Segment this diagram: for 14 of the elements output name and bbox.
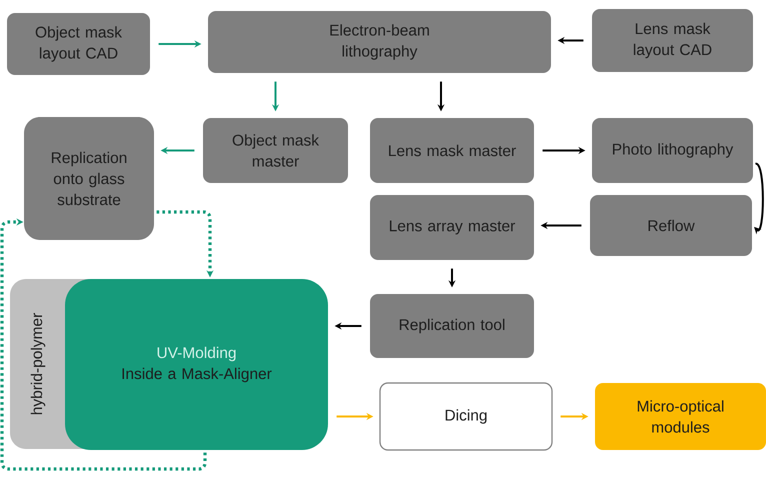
process-box: Lens mask master — [370, 118, 534, 183]
process-box: Electron-beam lithography — [208, 11, 551, 73]
process-box: Photo lithography — [592, 118, 753, 183]
process-box: Lens mask layout CAD — [592, 9, 753, 72]
output-box: Micro-optical modules — [595, 383, 766, 450]
process-box: Dicing — [379, 382, 553, 451]
process-box: Object mask master — [203, 118, 348, 183]
curved-arrow — [754, 162, 764, 234]
process-box: Lens array master — [370, 195, 534, 260]
process-box: Object mask layout CAD — [7, 13, 150, 75]
process-box: UV-Molding Inside a Mask-Aligner — [65, 279, 328, 450]
process-box: Replication onto glass substrate — [24, 117, 154, 240]
process-box: Reflow — [590, 195, 752, 256]
process-box: Replication tool — [370, 294, 534, 358]
